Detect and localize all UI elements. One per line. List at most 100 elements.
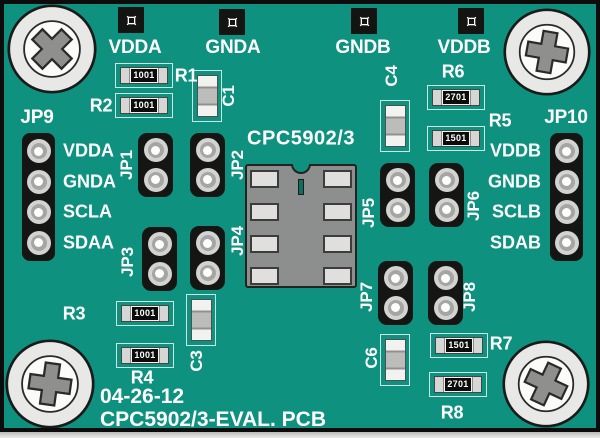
jumper-jp7: [378, 261, 413, 325]
resistor-body: 1001: [121, 347, 169, 364]
resistor-body: 1001: [121, 305, 169, 322]
resistor-marking: 2701: [445, 378, 471, 391]
ref-label-c3: C3: [187, 350, 206, 372]
pad: [434, 197, 459, 222]
jumper-jp4: [190, 226, 225, 290]
screw-bottom-right: [502, 340, 590, 428]
jumper-jp1: [138, 133, 173, 197]
test-point-gndb: [351, 8, 377, 34]
ref-label-r6: R6: [441, 61, 465, 82]
jumper-jp3: [142, 227, 177, 291]
jumper-label-jp3: JP3: [118, 247, 137, 277]
ref-label-c1: C1: [219, 85, 238, 107]
ref-label-r2: R2: [89, 95, 113, 116]
resistor-body: 1001: [120, 67, 168, 84]
pad: [434, 168, 459, 193]
phillips-slot-icon: [523, 361, 569, 407]
pad: [26, 139, 51, 164]
header-jp9: [22, 133, 55, 261]
pad: [433, 266, 458, 291]
pin-label-gnda: GNDA: [63, 171, 116, 192]
resistor-r3: 1001: [116, 301, 174, 326]
ref-label-r4: R4: [130, 367, 154, 388]
jumper-jp5: [380, 163, 415, 227]
capacitor-c6: [380, 334, 410, 386]
capacitor-body: [384, 105, 406, 147]
jumper-label-jp8: JP8: [460, 282, 479, 312]
pad: [383, 266, 408, 291]
jumper-label-jp5: JP5: [359, 198, 378, 228]
socket-pin-slot: [323, 203, 352, 221]
resistor-marking: 1001: [132, 307, 158, 320]
socket-pin-slot: [250, 267, 279, 285]
ref-label-r7: R7: [489, 333, 513, 354]
capacitor-body: [190, 299, 212, 341]
test-point-label-vddb: VDDB: [437, 37, 491, 58]
resistor-marking: 1001: [132, 349, 158, 362]
pad: [554, 230, 579, 255]
jumper-jp8: [428, 261, 463, 325]
resistor-r2: 1001: [115, 93, 173, 118]
resistor-r1: 1001: [115, 63, 173, 88]
pin-label-vdda: VDDA: [63, 140, 115, 161]
screw-bottom-left: [5, 339, 95, 429]
resistor-marking: 1501: [446, 339, 472, 352]
resistor-marking: 2701: [443, 91, 469, 104]
pad: [383, 295, 408, 320]
ref-label-r1: R1: [174, 65, 198, 86]
pad: [143, 167, 168, 192]
pad: [554, 169, 579, 194]
pad: [385, 197, 410, 222]
test-point-label-vdda: VDDA: [108, 37, 162, 58]
ref-label-r3: R3: [62, 303, 86, 324]
capacitor-c4: [380, 100, 410, 152]
date-label: 04-26-12: [100, 385, 185, 408]
socket-pin-slot: [250, 235, 279, 253]
resistor-body: 1001: [120, 97, 168, 114]
resistor-body: 2701: [434, 376, 482, 393]
pad: [433, 295, 458, 320]
pad: [385, 168, 410, 193]
jumper-label-jp6: JP6: [464, 191, 483, 221]
pin-label-gndb: GNDB: [488, 171, 541, 192]
resistor-r6: 2701: [427, 85, 485, 110]
pin1-notch-icon: [291, 164, 311, 174]
ic-designator-label: CPC5902/3: [247, 127, 355, 150]
test-pad-icon: [227, 17, 237, 27]
resistor-r4: 1001: [116, 343, 174, 368]
pin-label-vddb: VDDB: [489, 140, 541, 161]
pad: [26, 230, 51, 255]
capacitor-c1: [192, 70, 222, 122]
test-point-label-gnda: GNDA: [205, 37, 261, 58]
pad: [147, 261, 172, 286]
board-title-label: CPC5902/3-EVAL. PCB: [100, 408, 327, 431]
phillips-slot-icon: [30, 27, 74, 71]
phillips-slot-icon: [524, 29, 570, 75]
screw-top-right: [503, 8, 591, 96]
resistor-body: 1501: [435, 337, 483, 354]
pad: [195, 260, 220, 285]
pin-label-sdab: SDAB: [489, 232, 541, 253]
board-edge: [0, 432, 600, 438]
test-point-gnda: [219, 9, 245, 35]
pad: [195, 167, 220, 192]
socket-slot: [298, 179, 304, 195]
socket-pin-slot: [323, 235, 352, 253]
capacitor-body: [384, 339, 406, 381]
pad: [147, 232, 172, 257]
pad: [195, 231, 220, 256]
ref-label-c6: C6: [362, 347, 381, 369]
pad: [26, 169, 51, 194]
resistor-body: 2701: [432, 89, 480, 106]
capacitor-body: [196, 75, 218, 117]
resistor-marking: 1501: [443, 132, 469, 145]
jumper-label-jp4: JP4: [228, 226, 247, 256]
ic-socket: [245, 164, 357, 288]
header-title-jp9: JP9: [20, 107, 54, 128]
resistor-marking: 1001: [131, 69, 157, 82]
resistor-r8: 2701: [429, 372, 487, 397]
pad: [195, 138, 220, 163]
jumper-label-jp1: JP1: [117, 150, 136, 180]
jumper-jp2: [190, 133, 225, 197]
pad: [143, 138, 168, 163]
